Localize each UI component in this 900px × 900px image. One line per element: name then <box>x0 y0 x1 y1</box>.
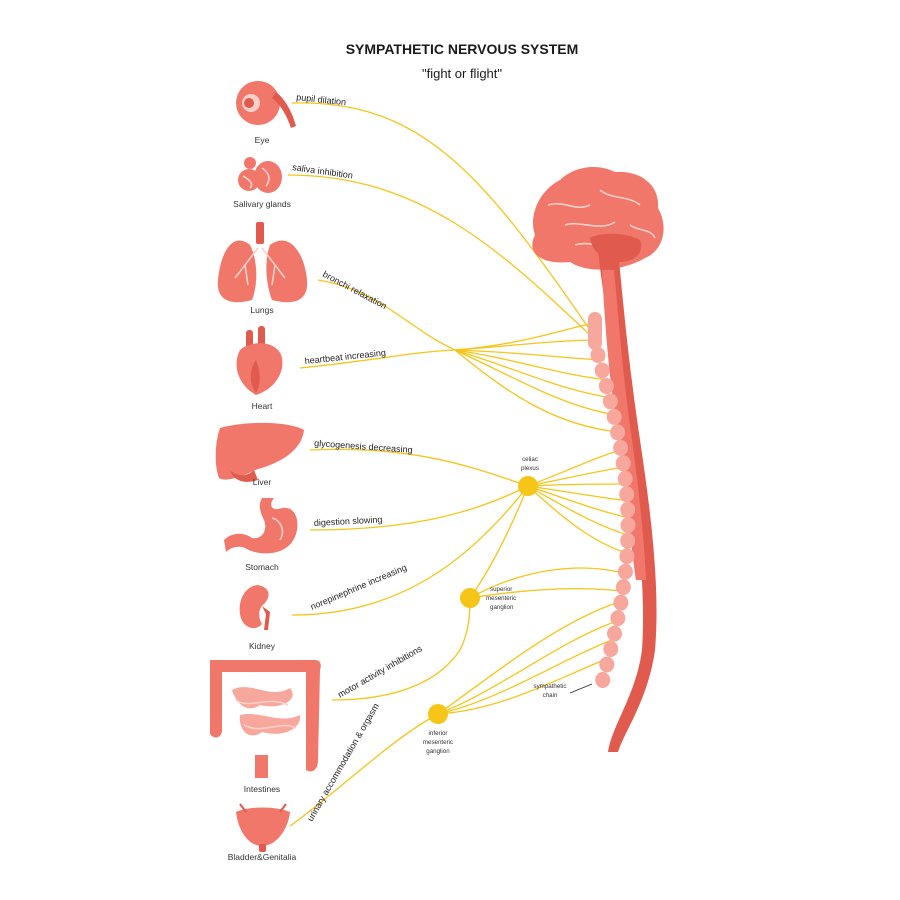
effect-eye: pupil dilation <box>296 92 347 107</box>
diagram-title: SYMPATHETIC NERVOUS SYSTEM <box>346 41 579 57</box>
nerve-lines <box>287 102 639 827</box>
inferior-label-3: ganglion <box>426 748 450 755</box>
organ-label-lungs: Lungs <box>250 305 273 315</box>
nerve-inferior-chain-4 <box>437 659 605 715</box>
nerve-superior-chain-2 <box>469 588 629 599</box>
effect-intestines: motor activity inhibitions <box>336 643 424 700</box>
stomach-icon <box>224 498 298 554</box>
nerve-bundle-4 <box>454 349 609 381</box>
diagram-subtitle: "fight or flight" <box>422 66 502 81</box>
chain-pointer <box>569 683 593 694</box>
effect-lungs: bronchi relaxation <box>321 269 388 311</box>
organ-label-intestines: Intestines <box>244 784 280 794</box>
organ-label-eye: Eye <box>255 135 270 145</box>
nerve-bundle-7 <box>454 349 619 433</box>
superior-label-1: superior <box>490 586 512 593</box>
nerve-celiac-1 <box>527 447 629 487</box>
chain-bead <box>599 656 615 673</box>
chain-bead <box>613 594 629 611</box>
lungs-icon <box>217 222 308 303</box>
chain-bead <box>613 439 629 456</box>
chain-bead <box>607 625 622 642</box>
chain-bead <box>617 470 633 487</box>
inferior-label-2: mesenteric <box>423 739 453 746</box>
chain-bead <box>619 548 635 565</box>
chain-bead <box>620 532 636 549</box>
organ-label-stomach: Stomach <box>245 562 279 572</box>
nerve-celiac-superior <box>469 485 529 599</box>
nerve-superior-chain-1 <box>469 567 631 599</box>
heart-icon <box>236 326 283 395</box>
effect-kidney: norepinephrine increasing <box>309 562 408 612</box>
chain-bead <box>615 455 631 472</box>
chain-bead <box>598 378 614 394</box>
nerve-bladder <box>289 713 439 827</box>
effect-salivary: saliva inhibition <box>292 162 354 180</box>
nerve-bundle-5 <box>454 349 613 399</box>
celiac-label-1: celiac <box>522 456 538 463</box>
organ-label-salivary: Salivary glands <box>233 199 291 209</box>
chain-bead <box>610 424 626 441</box>
organ-label-liver: Liver <box>253 477 272 487</box>
celiac-label-2: plexus <box>521 465 539 472</box>
effect-stomach: digestion slowing <box>314 514 383 528</box>
chain-bead <box>617 563 633 580</box>
chain-bead <box>620 501 636 518</box>
organ-label-bladder: Bladder&Genitalia <box>228 852 297 862</box>
sympathetic-chain <box>588 312 636 688</box>
bladder-icon <box>236 803 290 852</box>
chain-bead <box>615 579 631 596</box>
celiac-plexus-node <box>518 476 538 496</box>
salivary-glands-icon <box>238 157 282 193</box>
nerve-salivary <box>287 174 591 336</box>
chain-bead <box>619 486 635 503</box>
nerve-heart <box>299 349 456 369</box>
chain-bead <box>606 408 622 425</box>
organ-label-kidney: Kidney <box>249 641 276 651</box>
nerve-bundle-6 <box>454 349 616 416</box>
inferior-label-1: inferior <box>429 730 448 737</box>
kidney-icon <box>239 585 270 630</box>
nerve-intestines <box>331 597 471 701</box>
organ-label-heart: Heart <box>252 401 273 411</box>
chain-bead <box>590 347 606 363</box>
chain-bead <box>602 393 618 410</box>
nerve-eye <box>291 102 591 331</box>
inferior-mesenteric-ganglion-node <box>428 704 448 724</box>
chain-bead <box>610 610 626 627</box>
nerve-kidney <box>291 485 529 616</box>
nerve-bundle-1 <box>454 321 599 351</box>
chain-bead <box>594 362 610 379</box>
nerve-stomach <box>309 485 529 531</box>
nerve-bundle-2 <box>454 339 601 351</box>
brain-icon <box>532 166 664 270</box>
nerve-celiac-2 <box>527 465 633 487</box>
eye-icon <box>236 81 296 128</box>
superior-label-2: mesenteric <box>486 595 516 602</box>
chain-label-1: sympathetic <box>533 683 566 690</box>
nerve-bundle-3 <box>454 349 606 361</box>
chain-bead <box>603 641 619 657</box>
chain-segment-top <box>588 312 602 350</box>
nerve-inferior-chain-2 <box>437 619 621 715</box>
nerve-liver <box>309 448 529 487</box>
effect-liver: glycogenesis decreasing <box>314 438 413 455</box>
liver-icon <box>215 422 304 482</box>
intestines-icon <box>210 660 321 778</box>
superior-mesenteric-ganglion-node <box>460 588 480 608</box>
nerve-lungs <box>317 279 456 351</box>
chain-bead <box>595 672 611 688</box>
chain-label-2: chain <box>543 692 558 699</box>
spinal-cord <box>598 250 657 752</box>
superior-label-3: ganglion <box>490 604 514 611</box>
nerve-inferior-chain-1 <box>437 599 626 715</box>
nerve-inferior-chain-3 <box>437 639 613 715</box>
chain-bead <box>620 517 636 534</box>
